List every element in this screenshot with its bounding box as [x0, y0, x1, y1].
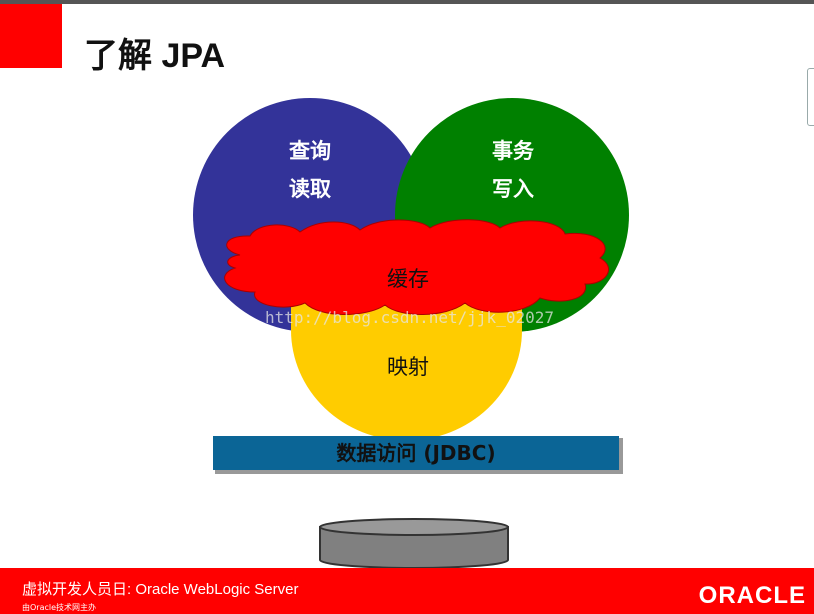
read-text: 读取 — [289, 177, 331, 201]
oracle-logo: ORACLE — [698, 582, 806, 609]
transaction-label: 事务 写入 — [473, 132, 553, 208]
footer-host: 由Oracle技术网主办 — [22, 603, 97, 612]
write-text: 写入 — [492, 177, 534, 201]
mapping-shape — [291, 290, 522, 441]
footer-event: 虚拟开发人员日: Oracle WebLogic Server — [22, 581, 299, 598]
database-cylinder — [319, 526, 509, 569]
red-accent-square — [0, 4, 62, 68]
slide-title: 了解 JPA — [84, 37, 226, 75]
jdbc-bar — [213, 436, 619, 470]
watermark: http://blog.csdn.net/jjk_02027 — [265, 308, 554, 327]
mapping-label: 映射 — [387, 355, 429, 379]
query-label: 查询 读取 — [270, 132, 350, 208]
cache-label: 缓存 — [387, 267, 429, 291]
side-handle[interactable] — [807, 68, 814, 126]
query-text: 查询 — [289, 139, 331, 163]
top-bar — [0, 0, 814, 4]
cache-cloud — [224, 219, 609, 315]
transaction-text: 事务 — [492, 139, 534, 163]
footer: 虚拟开发人员日: Oracle WebLogic Server 由Oracle技… — [0, 568, 814, 614]
jdbc-label: 数据访问 (JDBC) — [336, 441, 496, 465]
database-top — [319, 518, 509, 536]
